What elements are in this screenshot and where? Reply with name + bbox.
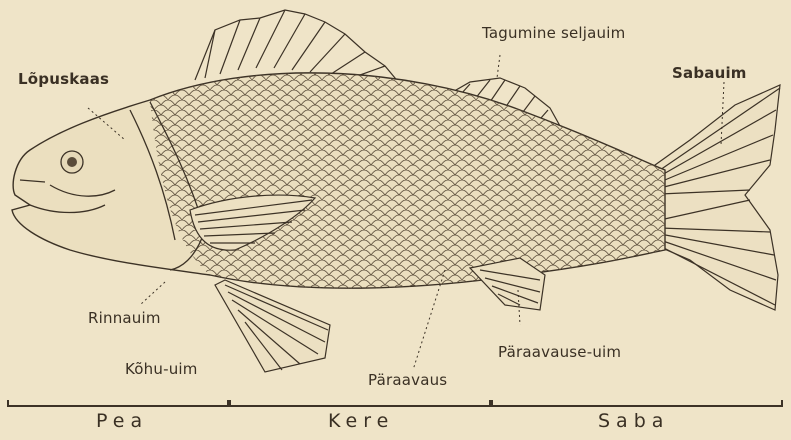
label-pectoral-fin: Rinnauim <box>88 309 161 327</box>
section-head: Pea <box>96 410 148 432</box>
label-gill-cover: Lõpuskaas <box>18 70 109 88</box>
label-anal-fin: Päraavause-uim <box>498 343 621 361</box>
tail-fin-shape <box>655 85 780 310</box>
section-body: Kere <box>328 410 394 432</box>
section-tail: Saba <box>598 410 669 432</box>
label-anus: Päraavaus <box>368 371 447 389</box>
fish-body <box>12 60 670 300</box>
label-rear-dorsal-fin: Tagumine seljauim <box>482 24 625 42</box>
label-pelvic-fin: Kõhu-uim <box>125 360 198 378</box>
label-tail-fin: Sabauim <box>672 64 747 82</box>
pelvic-fin-shape <box>215 280 330 372</box>
section-brackets <box>8 400 782 406</box>
